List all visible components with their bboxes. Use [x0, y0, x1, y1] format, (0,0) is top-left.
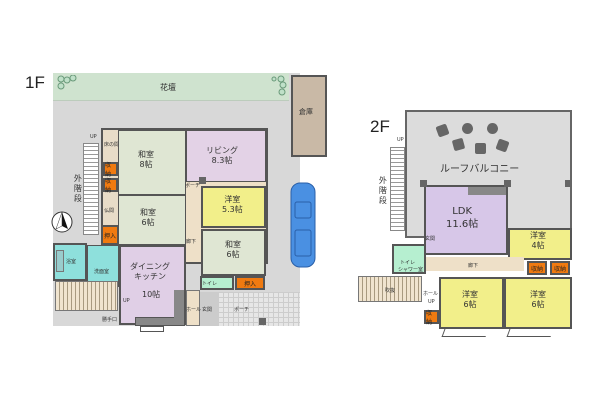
- entrance-label-2f: 玄関: [425, 236, 436, 242]
- entrance: [200, 292, 218, 326]
- washroom-label: 洗面室: [94, 269, 110, 275]
- bay-window: [506, 329, 554, 337]
- stairs-up-label: UP: [90, 134, 97, 140]
- kitchen-up-label: UP: [123, 298, 130, 304]
- flower-garden-label: 花壇: [160, 83, 176, 92]
- room-youshitsu-5: [201, 186, 266, 228]
- bath-label: 浴室: [66, 259, 77, 265]
- storehouse-label: 倉庫: [299, 108, 313, 116]
- storage-2f-1: 収納: [527, 261, 547, 275]
- room-dining-label: ダイニングキッチン: [130, 262, 170, 282]
- table-icon: [462, 123, 473, 134]
- floor2-label: 2F: [370, 117, 390, 136]
- storage-2: 収納: [103, 178, 118, 194]
- window: [140, 326, 164, 332]
- corridor-2f: [426, 257, 524, 271]
- washroom: [87, 245, 119, 287]
- toilet-label: トイレ: [202, 281, 218, 287]
- storage-2f-2: 収納: [550, 261, 570, 275]
- room-ldk: [424, 185, 508, 255]
- room-washitsu-6-left: [118, 195, 186, 245]
- void-stairs: [358, 276, 422, 302]
- compass-icon: [50, 210, 74, 234]
- roof-balcony-label: ルーフバルコニー: [440, 164, 520, 175]
- room-youshitsu-4: [508, 228, 572, 260]
- pillar: [199, 177, 206, 184]
- floor1-label: 1F: [25, 73, 45, 92]
- flower-garden: [53, 73, 289, 101]
- oshiire-right: 押入: [235, 276, 265, 290]
- pillar: [565, 180, 572, 187]
- pillar: [504, 180, 511, 187]
- hall-up-label-2f: UP: [428, 299, 435, 305]
- corridor-label: 廊下: [186, 239, 197, 245]
- hall-label: ホール: [186, 307, 202, 313]
- storage-2f-3: 収納: [424, 310, 439, 326]
- exterior-stairs: [83, 143, 99, 235]
- porch-label: ポーチ: [234, 307, 250, 313]
- room-living: [186, 130, 266, 182]
- room-youshitsu-6-right: [504, 277, 572, 329]
- room-youshitsu-6-left: [439, 277, 504, 329]
- indoor-stairs: [55, 281, 118, 311]
- bathtub-icon: [56, 250, 64, 272]
- toilet-shower-room: [392, 244, 426, 274]
- void-label: 吹抜: [385, 288, 396, 294]
- porch-small-label: ポーチ: [185, 183, 201, 189]
- hall-label-2f: ホール: [423, 291, 439, 297]
- katteguchi-label: 勝手口: [102, 317, 118, 323]
- car-icon: [290, 182, 316, 268]
- entrance-label: 玄関: [202, 307, 213, 313]
- shrub-icon: [270, 75, 288, 97]
- bay-window: [441, 329, 489, 337]
- corridor-label-2f: 廊下: [468, 263, 479, 269]
- stairs-up-label-2f: UP: [397, 137, 404, 143]
- tokonoma-label: 床の間: [104, 142, 120, 148]
- hall: [186, 290, 200, 326]
- pillar: [259, 318, 266, 325]
- shrub-icon: [56, 74, 78, 90]
- toilet-room: [200, 276, 234, 290]
- toilet-shower-label2: シャワー室: [398, 267, 424, 273]
- exterior-stairs-2f: [390, 147, 405, 231]
- kitchen-side-counter: [174, 290, 184, 318]
- toilet-shower-label: トイレ: [400, 260, 416, 266]
- chair-icon: [475, 143, 486, 154]
- room-washitsu-6-right: [201, 229, 266, 276]
- oshiire-left: 押入: [101, 225, 119, 245]
- storehouse: [291, 75, 327, 157]
- pillar: [420, 180, 427, 187]
- room-dining-size: 10帖: [142, 290, 161, 299]
- butsuma-label: 仏間: [104, 208, 115, 214]
- kitchen-counter-2f: [468, 187, 506, 195]
- kitchen-counter: [135, 317, 185, 326]
- exterior-stairs-label: 外階段: [73, 174, 83, 204]
- porch: [218, 292, 300, 326]
- table-icon: [487, 123, 498, 134]
- room-washitsu-8: [118, 130, 186, 195]
- exterior-stairs-label-2f: 外階段: [378, 176, 388, 206]
- storage-1: 収納: [103, 162, 118, 178]
